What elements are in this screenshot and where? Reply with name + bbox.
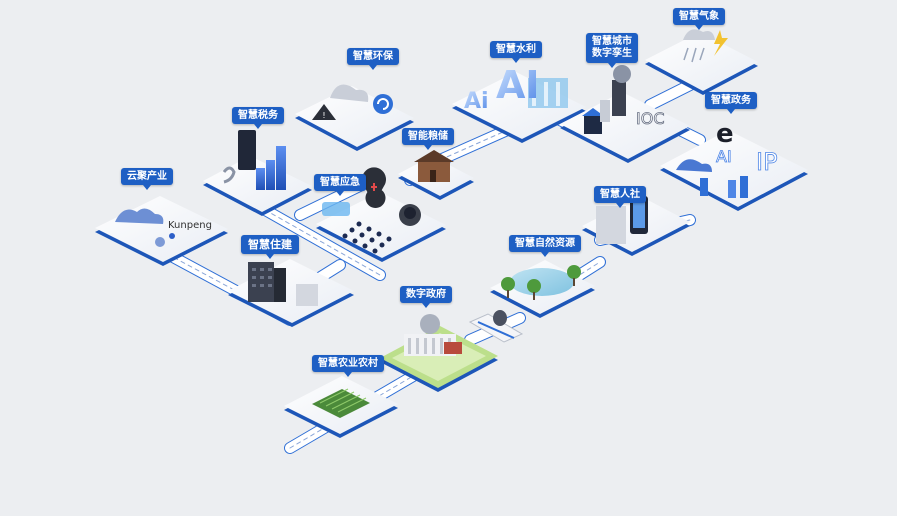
tile-zhengwu: [660, 130, 808, 211]
label-shuiwu[interactable]: 智慧税务: [232, 107, 284, 129]
label-huanbao[interactable]: 智慧环保: [347, 48, 399, 70]
label-ziran[interactable]: 智慧自然资源: [509, 235, 581, 257]
label-shuzizhengfu[interactable]: 数字政府: [400, 286, 452, 308]
tile-yunjuchanye: [95, 196, 228, 266]
label-liangchu[interactable]: 智能粮储: [402, 128, 454, 150]
ai-gov-text: AI: [716, 147, 732, 166]
label-qixiang[interactable]: 智慧气象: [673, 8, 725, 30]
label-zhujian[interactable]: 智慧住建: [241, 235, 299, 259]
ai-small-text: Ai: [464, 89, 489, 114]
label-chengshi-line2: 数字孪生: [592, 48, 632, 59]
tile-glyphs: Ai AI IOC e AI IP Kunpeng: [168, 63, 778, 231]
tile-renshe: [582, 196, 690, 256]
label-chengshi-line1: 智慧城市: [592, 36, 632, 47]
tile-chengshi: [560, 65, 690, 163]
tiles: !: [95, 29, 808, 438]
tile-shuzizhengfu: [380, 314, 498, 392]
label-zhengwu[interactable]: 智慧政务: [705, 92, 757, 114]
svg-text:!: !: [322, 111, 325, 120]
label-chengshi[interactable]: 智慧城市 数字孪生: [586, 33, 638, 68]
tile-shuiwu: [203, 130, 312, 216]
tile-nongye: [284, 376, 398, 438]
tile-zhujian: [228, 259, 354, 327]
tile-huanbao: !: [295, 84, 414, 151]
label-nongye[interactable]: 智慧农业农村: [312, 355, 384, 377]
ioc-text: IOC: [636, 109, 664, 128]
tile-shuili: [452, 72, 586, 143]
kunpeng-text: Kunpeng: [168, 220, 212, 231]
tile-qixiang: [645, 29, 758, 95]
e-text: e: [716, 119, 734, 149]
train: [468, 310, 524, 343]
tile-liangchu: [398, 150, 474, 200]
ai-big-text: AI: [496, 63, 540, 107]
ip-text: IP: [756, 148, 778, 176]
label-renshe[interactable]: 智慧人社: [594, 186, 646, 208]
label-yingji[interactable]: 智慧应急: [314, 174, 366, 196]
tile-ziran: [490, 260, 595, 318]
tile-yingji: [316, 167, 446, 262]
label-yunjuchanye[interactable]: 云聚产业: [121, 168, 173, 190]
label-shuili[interactable]: 智慧水利: [490, 41, 542, 63]
